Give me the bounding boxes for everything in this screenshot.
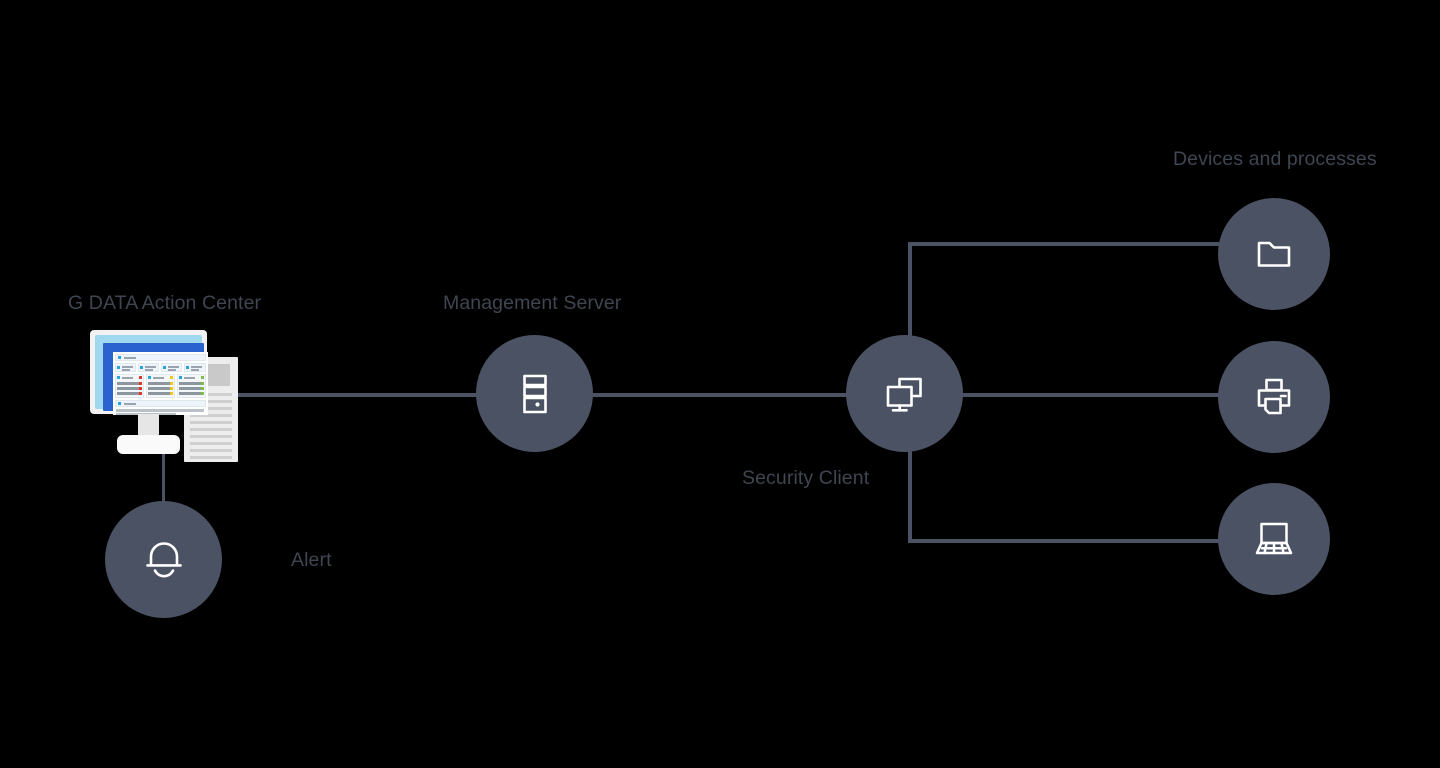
monitor-frame bbox=[90, 330, 208, 415]
monitor-neck bbox=[138, 414, 159, 438]
connector-action-center-to-alert bbox=[162, 436, 165, 506]
dashboard-screen bbox=[113, 352, 208, 415]
label-action-center: G DATA Action Center bbox=[68, 292, 262, 314]
connector-security-client-to-laptop bbox=[908, 539, 1228, 543]
monitor-base bbox=[117, 435, 180, 454]
node-folder[interactable] bbox=[1218, 198, 1330, 310]
connector-security-client-to-folder bbox=[908, 242, 1228, 246]
monitor-inner-frame bbox=[103, 343, 208, 415]
dual-monitor-icon bbox=[878, 367, 932, 421]
connector-security-client-to-printer bbox=[950, 393, 1228, 397]
bell-icon bbox=[138, 534, 190, 586]
node-alert[interactable] bbox=[105, 501, 222, 618]
label-management-server: Management Server bbox=[443, 292, 622, 314]
connector-action-center-to-management-server bbox=[236, 393, 484, 397]
folder-icon bbox=[1249, 229, 1299, 279]
node-management-server[interactable] bbox=[476, 335, 593, 452]
action-center-illustration bbox=[88, 327, 238, 467]
server-tower-icon bbox=[510, 369, 560, 419]
label-devices-and-processes: Devices and processes bbox=[1173, 148, 1377, 170]
laptop-icon bbox=[1248, 513, 1300, 565]
node-security-client[interactable] bbox=[846, 335, 963, 452]
label-alert: Alert bbox=[291, 549, 332, 571]
monitor-bezel bbox=[95, 335, 208, 415]
printer-icon bbox=[1249, 372, 1299, 422]
label-security-client: Security Client bbox=[742, 467, 870, 489]
node-laptop[interactable] bbox=[1218, 483, 1330, 595]
connector-management-server-to-security-client bbox=[590, 393, 856, 397]
node-printer[interactable] bbox=[1218, 341, 1330, 453]
